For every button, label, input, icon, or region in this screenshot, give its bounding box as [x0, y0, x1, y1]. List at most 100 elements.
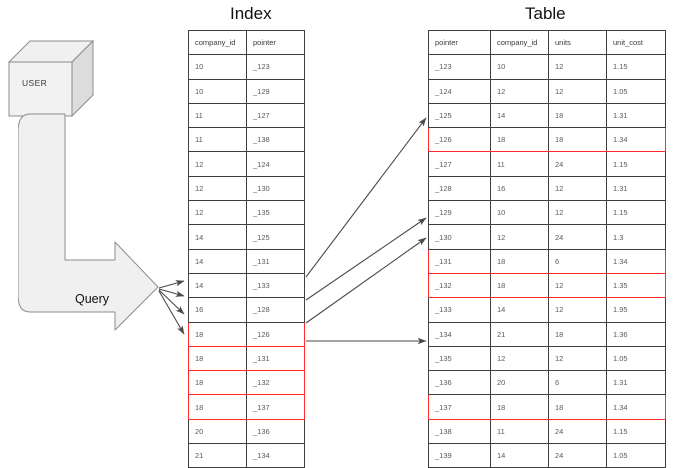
- cell-pointer: _136: [428, 370, 491, 396]
- cell-company-id: 18: [490, 248, 549, 274]
- cell-unit-cost: 1.34: [606, 248, 666, 274]
- cell-unit-cost: 1.15: [606, 151, 666, 177]
- cell-unit-cost: 1.34: [606, 127, 666, 153]
- cell-company-id: 18: [490, 272, 549, 299]
- data-col-company-id: company_id: [490, 29, 549, 56]
- cell-unit-cost: 1.05: [606, 345, 666, 372]
- index-row: 14_131: [188, 248, 305, 274]
- cell-company-id: 21: [490, 321, 549, 347]
- cell-unit-cost: 1.34: [606, 394, 666, 420]
- index-row: 14_133: [188, 272, 305, 299]
- index-row: 12_135: [188, 200, 305, 226]
- cell-pointer: _132: [428, 272, 491, 299]
- cell-pointer: _131: [246, 345, 305, 372]
- index-row: 20_136: [188, 418, 305, 445]
- cell-pointer: _138: [428, 418, 491, 445]
- cell-units: 12: [548, 297, 607, 323]
- cell-pointer: _123: [428, 54, 491, 80]
- cell-unit-cost: 1.31: [606, 370, 666, 396]
- index-header-row: company_id pointer: [188, 29, 305, 56]
- cell-company-id: 10: [188, 54, 247, 80]
- cell-company-id: 18: [188, 321, 247, 347]
- cell-pointer: _124: [246, 151, 305, 177]
- cell-company-id: 12: [490, 345, 549, 372]
- cell-pointer: _138: [246, 127, 305, 153]
- cell-company-id: 14: [490, 102, 549, 129]
- cell-pointer: _126: [246, 321, 305, 347]
- cell-company-id: 18: [188, 394, 247, 420]
- user-cube: [8, 39, 94, 118]
- index-row-highlighted: 18_126: [188, 321, 305, 347]
- cell-pointer: _123: [246, 54, 305, 80]
- cell-pointer: _137: [428, 394, 491, 420]
- cell-pointer: _124: [428, 78, 491, 104]
- index-row: 16_128: [188, 297, 305, 323]
- cell-pointer: _136: [246, 418, 305, 445]
- cell-pointer: _127: [428, 151, 491, 177]
- cell-pointer: _133: [428, 297, 491, 323]
- cell-pointer: _134: [246, 443, 305, 468]
- index-col-company-id: company_id: [188, 29, 247, 56]
- query-label: Query: [75, 292, 110, 306]
- cell-units: 18: [548, 102, 607, 129]
- cell-pointer: _137: [246, 394, 305, 420]
- cell-pointer: _125: [246, 224, 305, 250]
- cell-company-id: 18: [188, 345, 247, 372]
- cell-units: 12: [548, 54, 607, 80]
- cell-company-id: 11: [490, 151, 549, 177]
- cell-unit-cost: 1.31: [606, 102, 666, 129]
- index-row: 11_138: [188, 127, 305, 153]
- cell-company-id: 18: [490, 394, 549, 420]
- cell-unit-cost: 1.95: [606, 297, 666, 323]
- data-header-row: pointer company_id units unit_cost: [428, 29, 666, 56]
- cell-pointer: _125: [428, 102, 491, 129]
- cell-pointer: _129: [428, 200, 491, 226]
- index-row: 14_125: [188, 224, 305, 250]
- cell-units: 24: [548, 443, 607, 468]
- cell-unit-cost: 1.05: [606, 78, 666, 104]
- cell-units: 18: [548, 127, 607, 153]
- cell-pointer: _131: [428, 248, 491, 274]
- user-cube-label: USER: [22, 78, 48, 88]
- index-row: 12_130: [188, 175, 305, 202]
- cell-units: 18: [548, 394, 607, 420]
- cell-company-id: 12: [188, 200, 247, 226]
- cell-unit-cost: 1.15: [606, 200, 666, 226]
- cell-pointer: _128: [246, 297, 305, 323]
- cell-units: 12: [548, 345, 607, 372]
- pointer-resolution-arrows: [305, 117, 427, 345]
- cell-units: 6: [548, 248, 607, 274]
- cell-unit-cost: 1.15: [606, 418, 666, 445]
- cell-company-id: 18: [188, 370, 247, 396]
- cell-company-id: 16: [188, 297, 247, 323]
- cell-company-id: 12: [188, 175, 247, 202]
- index-col-pointer: pointer: [246, 29, 305, 56]
- index-row-highlighted: 18_132: [188, 370, 305, 396]
- cell-pointer: _139: [428, 443, 491, 468]
- cell-pointer: _128: [428, 175, 491, 202]
- cell-company-id: 14: [188, 248, 247, 274]
- cell-units: 12: [548, 200, 607, 226]
- cell-units: 12: [548, 175, 607, 202]
- cell-company-id: 14: [490, 443, 549, 468]
- cell-units: 18: [548, 321, 607, 347]
- cell-company-id: 11: [188, 102, 247, 129]
- query-block-arrow: [18, 113, 159, 331]
- cell-company-id: 11: [490, 418, 549, 445]
